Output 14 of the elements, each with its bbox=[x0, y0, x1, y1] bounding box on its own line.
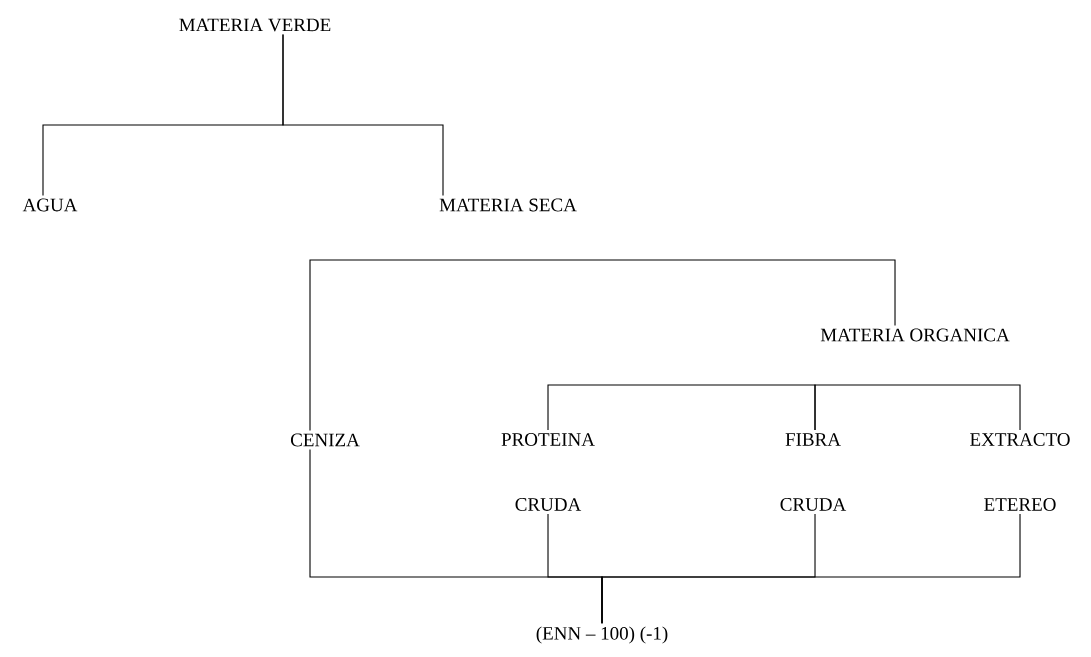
node-label: FIBRA CRUDA bbox=[780, 433, 847, 511]
node-label: AGUA bbox=[22, 198, 78, 212]
connector-line bbox=[309, 259, 896, 431]
connector-line bbox=[814, 384, 1021, 431]
node-label: (ENN – 100) (-1) bbox=[536, 626, 668, 644]
node-label: MATERIA VERDE bbox=[179, 18, 331, 32]
node-label: MATERIA ORGANICA bbox=[820, 328, 1010, 342]
connector-line bbox=[547, 384, 816, 431]
node-label: MATERIA SECA bbox=[439, 198, 577, 212]
connector-line bbox=[282, 34, 444, 196]
node-label: PROTEINA CRUDA bbox=[501, 433, 595, 511]
node-label: EXTRACTO ETEREO bbox=[970, 433, 1070, 511]
node-label: CENIZA bbox=[290, 433, 360, 447]
connector-line bbox=[601, 513, 1021, 624]
